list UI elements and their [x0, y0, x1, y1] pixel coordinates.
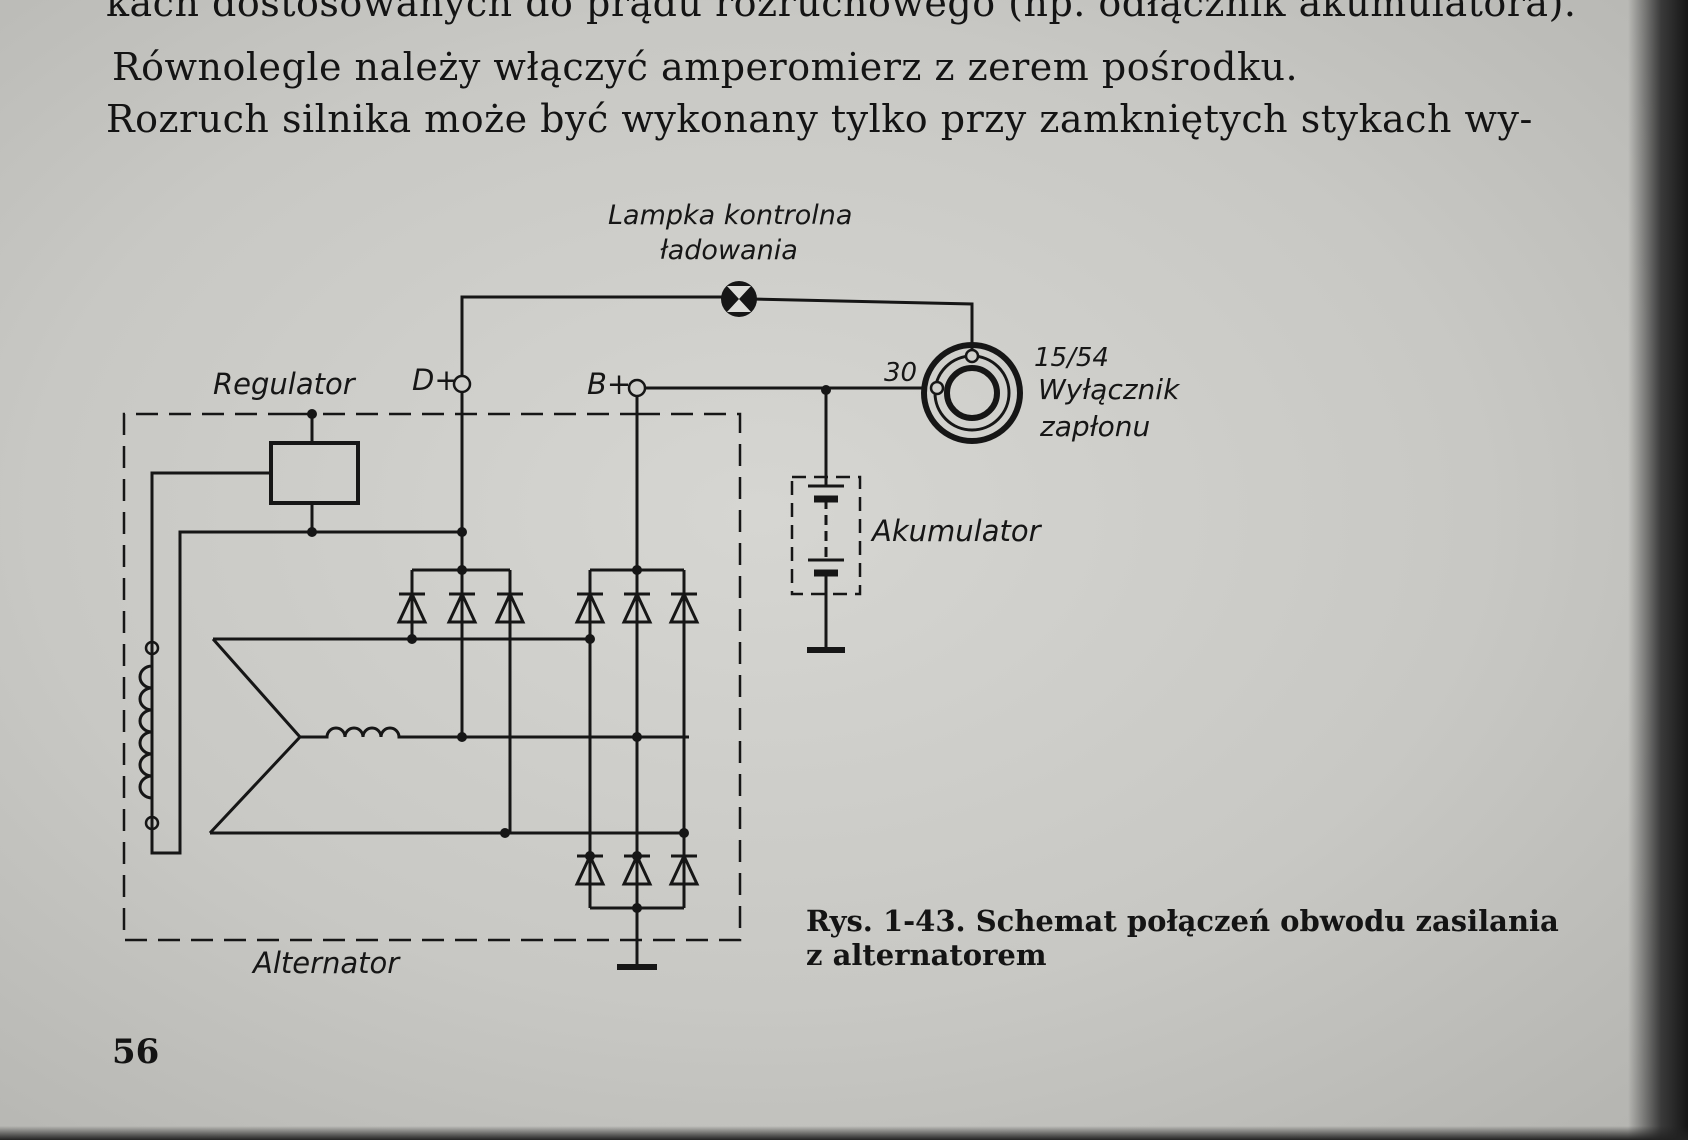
diode-bridge [396, 372, 700, 970]
body-text-line-2: Równolegle należy włączyć amperomierz z … [112, 45, 1299, 89]
regulator [150, 409, 462, 855]
figure-caption: Rys. 1-43. Schemat połączeń obwodu zasil… [806, 904, 1559, 972]
diagram-labels: Lampka kontrolna ładowania Regulator D+ … [213, 200, 1181, 980]
terminal-30-label: 30 [884, 358, 917, 388]
terminal-d-plus-label: D+ [412, 363, 459, 397]
lamp-label-line-2: ładowania [660, 235, 798, 266]
terminal-b-plus-label: B+ [587, 367, 631, 401]
ignition-switch-label-line-1: Wyłącznik [1038, 373, 1181, 406]
stator-windings [208, 637, 689, 835]
lamp-label-line-1: Lampka kontrolna [608, 200, 852, 231]
page-edge-shadow [1628, 0, 1688, 1140]
ignition-switch [921, 342, 1023, 444]
figure-caption-line-2: z alternatorem [806, 938, 1047, 972]
body-text-line-1: kach dostosowanych do prądu rozruchowego… [106, 0, 1577, 25]
page-bottom-shadow [0, 1126, 1688, 1140]
terminals-and-lamp-circuit [452, 295, 974, 398]
alternator-enclosure [122, 412, 742, 942]
ignition-switch-label-line-2: zapłonu [1039, 410, 1150, 443]
switch-terminal-label: 15/54 [1034, 343, 1109, 373]
field-winding [138, 640, 160, 831]
alternator-label: Alternator [251, 946, 401, 980]
page-number: 56 [112, 1032, 160, 1072]
body-text-line-3: Rozruch silnika może być wykonany tylko … [106, 97, 1533, 141]
regulator-label: Regulator [213, 367, 357, 401]
battery-label: Akumulator [870, 514, 1043, 548]
figure-caption-line-1: Rys. 1-43. Schemat połączeń obwodu zasil… [806, 904, 1559, 938]
charge-warning-lamp [721, 281, 757, 317]
battery [790, 390, 862, 653]
